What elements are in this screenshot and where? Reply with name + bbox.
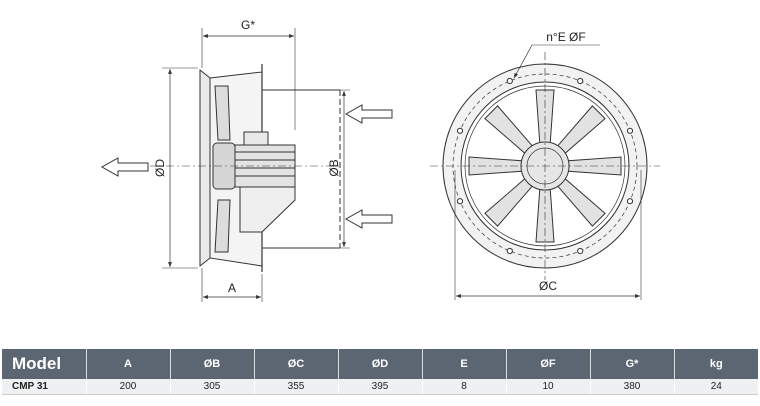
table-cell-model: CMP 31 (2, 379, 87, 395)
airflow-out-arrow (100, 157, 149, 177)
mounting-hole (456, 127, 464, 134)
motor-support (239, 186, 296, 233)
column-header-dia-c: ØC (254, 349, 339, 379)
airflow-in-arrow-upper (344, 104, 393, 124)
side-view (100, 28, 393, 302)
table-cell-dia-b: 305 (170, 379, 255, 395)
mounting-hole (456, 198, 464, 205)
dim-label-c: ØC (539, 279, 557, 293)
front-view (430, 44, 660, 300)
mounting-hole (626, 198, 634, 205)
dim-label-holes: n°E ØF (546, 30, 585, 44)
mounting-hole (577, 247, 584, 255)
mounting-holes (456, 77, 634, 255)
airflow-in-arrow-lower (344, 209, 393, 229)
column-header-dia-b: ØB (170, 349, 255, 379)
table-cell-dia-c: 355 (254, 379, 339, 395)
terminal-box (243, 131, 269, 146)
column-header-model: Model (2, 349, 87, 379)
technical-drawing: G* A ØD ØB n°E ØF ØC (100, 18, 660, 302)
dim-label-g: G* (241, 18, 255, 32)
column-header-e: E (422, 349, 507, 379)
column-header-kg: kg (674, 349, 758, 379)
column-header-dia-f: ØF (506, 349, 591, 379)
column-header-g: G* (590, 349, 675, 379)
mounting-hole (506, 247, 513, 255)
mounting-hole (577, 77, 584, 85)
table-cell-dia-d: 395 (338, 379, 423, 395)
column-header-dia-d: ØD (338, 349, 423, 379)
blade-upper (214, 85, 231, 141)
table-cell-a: 200 (86, 379, 171, 395)
table-cell-kg: 24 (674, 379, 758, 395)
table-cell-dia-f: 10 (506, 379, 591, 395)
dim-label-b: ØB (327, 159, 341, 176)
table-cell-g: 380 (590, 379, 675, 395)
table-cell-e: 8 (422, 379, 507, 395)
mounting-hole (626, 127, 634, 134)
blade-lower (214, 199, 231, 253)
mounting-hole (506, 77, 513, 85)
dim-label-a: A (228, 281, 236, 295)
inlet-flange (199, 68, 211, 268)
dim-label-d: ØD (153, 159, 167, 177)
column-header-a: A (86, 349, 171, 379)
